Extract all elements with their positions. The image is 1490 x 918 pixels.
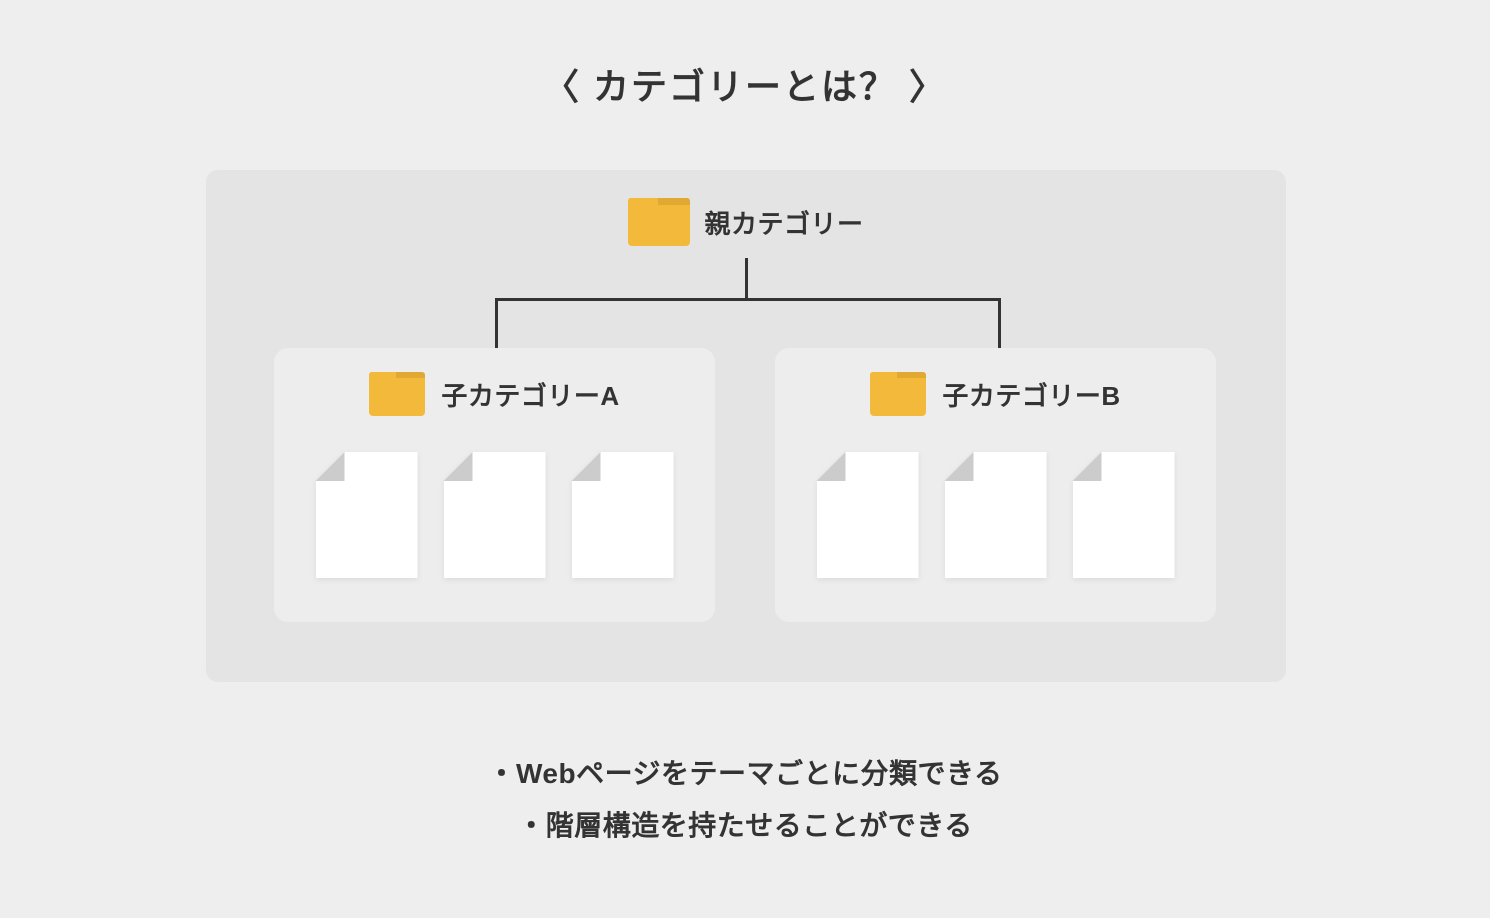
page-icon-fold <box>315 452 345 481</box>
child-category-box-b[interactable]: 子カテゴリーB <box>775 348 1216 622</box>
bullet-item: ・階層構造を持たせることができる <box>517 809 973 841</box>
page-icon-fold <box>1072 452 1102 481</box>
folder-icon-lip <box>658 198 691 205</box>
folder-icon-lip <box>897 372 927 378</box>
connector-left-branch <box>495 298 498 354</box>
child-category-header-a: 子カテゴリーA <box>274 372 715 416</box>
document-row-b <box>775 452 1216 578</box>
page-icon-fold <box>443 452 473 481</box>
connector-right-branch <box>998 298 1001 354</box>
page-title: 〈 カテゴリーとは？ 〉 <box>542 66 947 107</box>
folder-icon <box>628 198 691 246</box>
category-diagram-panel: 親カテゴリー 子カテゴリーA <box>206 170 1286 682</box>
page-icon-fold <box>944 452 974 481</box>
connector-horizontal-bus <box>495 298 998 301</box>
child-category-label-a: 子カテゴリーA <box>441 380 620 411</box>
page-icon <box>1072 452 1175 578</box>
child-category-box-a[interactable]: 子カテゴリーA <box>274 348 715 622</box>
page-icon <box>816 452 919 578</box>
connector-parent-vertical <box>745 258 748 300</box>
folder-icon-tab <box>369 372 397 380</box>
page-icon <box>443 452 546 578</box>
folder-icon-tab <box>628 198 659 207</box>
page-icon <box>571 452 674 578</box>
feature-bullet-list: ・Webページをテーマごとに分類できる ・階層構造を持たせることができる <box>0 748 1490 852</box>
folder-icon-tab <box>870 372 898 380</box>
page-icon <box>944 452 1047 578</box>
parent-category-node[interactable]: 親カテゴリー <box>206 198 1286 246</box>
child-category-label-b: 子カテゴリーB <box>942 380 1121 411</box>
folder-icon-lip <box>396 372 426 378</box>
parent-category-label: 親カテゴリー <box>704 208 864 239</box>
bullet-item: ・Webページをテーマごとに分類できる <box>487 758 1003 789</box>
document-row-a <box>274 452 715 578</box>
page-icon-fold <box>571 452 601 481</box>
folder-icon <box>870 372 927 416</box>
child-category-header-b: 子カテゴリーB <box>775 372 1216 416</box>
page-icon <box>315 452 418 578</box>
folder-icon <box>369 372 426 416</box>
page-icon-fold <box>816 452 846 481</box>
